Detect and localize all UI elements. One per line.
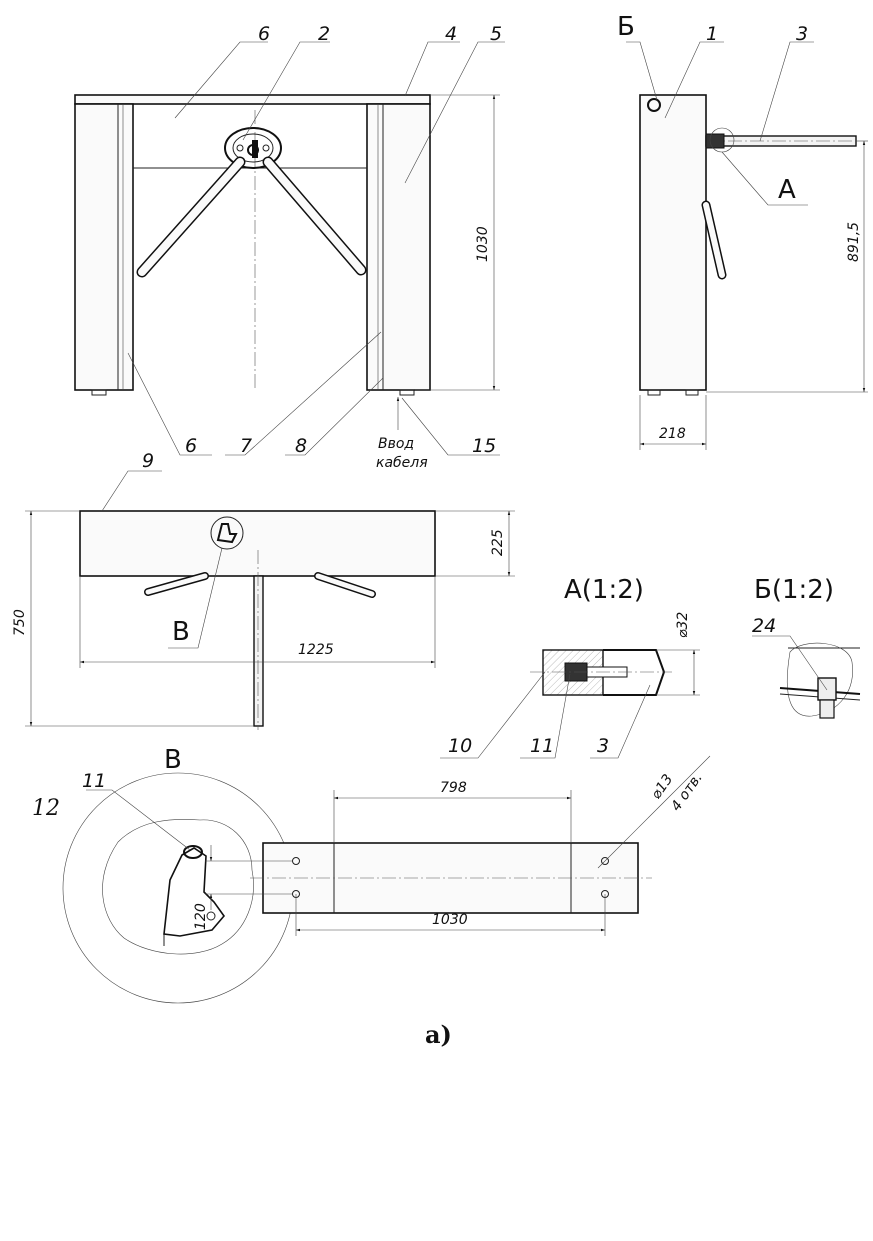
side-detail-b-circle [647,98,661,112]
detail-v: В 12 11 [32,745,294,1004]
top-height-dim: 750 [12,609,28,636]
callout-side-3: 3 [796,23,808,45]
left-cabinet [74,103,134,391]
callout-top-9: 9 [142,450,154,472]
side-height-dim: 891,5 [846,222,862,262]
callout-front-6b: 6 [185,435,197,457]
callout-front-8: 8 [295,435,307,457]
front-height-dim: 1030 [475,226,491,262]
side-view-mark-b: Б [617,12,635,42]
right-cabinet [366,103,431,391]
base-hole-3 [601,857,609,865]
front-view: 1030 6 2 4 5 6 7 8 15 Ввод кабеля [74,23,505,471]
callout-detail-a-3: 3 [597,735,609,757]
detail-a-title: А(1:2) [564,575,644,605]
callout-front-5: 5 [490,23,502,45]
callout-detail-b-24: 24 [752,615,776,637]
callout-front-15: 15 [472,435,496,457]
top-view-mark-v: В [172,617,190,647]
figure-caption: а) [425,1020,452,1049]
callout-detail-a-10: 10 [448,735,472,757]
base-inner-dim: 798 [440,780,467,796]
top-view: 1225 225 750 9 В [12,450,515,730]
top-cover [74,94,431,105]
detail-v-break-line [102,819,254,955]
callout-front-4: 4 [445,23,457,45]
top-detail-v-circle [210,516,244,550]
cable-note-line2: кабеля [376,455,428,471]
callout-side-1: 1 [706,23,718,45]
top-cabinet-plan [79,510,436,577]
top-arm-vertical [253,575,264,727]
base-plan: 798 1030 120 ⌀13 4 отв. [193,755,711,936]
cable-note-line1: Ввод [378,436,414,452]
base-length-dim: 1030 [432,912,468,928]
side-number-12: 12 [32,796,60,821]
callout-front-2: 2 [318,23,330,45]
detail-b: Б(1:2) 24 [752,575,861,719]
side-cabinet [639,94,707,391]
section-mark-a: А [778,175,796,205]
callout-front-6: 6 [258,23,270,45]
callout-detail-v-11: 11 [82,770,106,792]
side-arm-hub [705,133,725,149]
front-arms [136,140,367,278]
top-depth-dim: 225 [490,529,506,556]
base-hole-diameter: ⌀13 [648,772,676,803]
base-hole-1 [292,857,300,865]
callout-front-7: 7 [240,435,252,457]
detail-v-title: В [164,745,182,775]
top-length-dim: 1225 [298,642,334,658]
detail-a-diameter: ⌀32 [675,612,691,638]
side-view: 891,5 218 Б 1 3 А [617,12,868,450]
side-width-dim: 218 [659,426,686,442]
detail-a: А(1:2) ⌀32 10 11 3 [440,575,700,759]
detail-b-title: Б(1:2) [754,575,834,605]
base-width-dim: 120 [193,903,209,930]
callout-detail-a-11: 11 [530,735,554,757]
